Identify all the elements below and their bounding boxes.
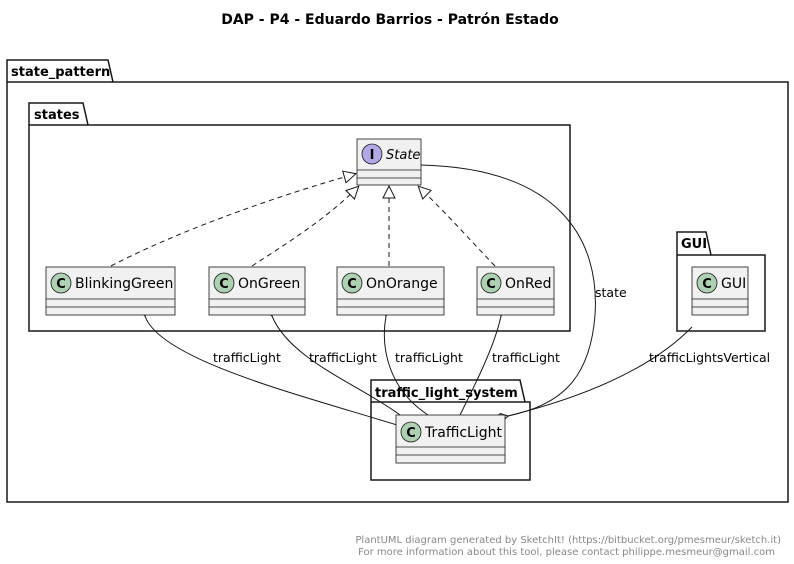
package-gui: GUI <box>676 231 766 332</box>
edge-ongreen-trafficlight <box>265 302 401 416</box>
class-icon-letter: C <box>486 277 496 292</box>
interface-name-state: State <box>386 148 420 163</box>
class-icon-letter: C <box>347 277 357 292</box>
class-icon-letter: C <box>56 277 66 292</box>
label-onred-trafficlight: trafficLight <box>492 350 560 365</box>
class-name-trafficlight: TrafficLight <box>424 425 503 441</box>
edge-onred-state <box>419 187 496 267</box>
interface-icon-letter: I <box>370 148 375 163</box>
package-states: states <box>28 102 571 332</box>
edge-blinkinggreen-trafficlight <box>138 301 398 426</box>
package-label-traffic-light-system: traffic_light_system <box>375 386 518 401</box>
edge-state-trafficlight <box>419 164 596 422</box>
package-state-pattern: state_pattern <box>6 59 789 503</box>
class-icon-letter: C <box>406 426 416 441</box>
aggregation-edges <box>138 164 693 426</box>
edge-onorange-trafficlight <box>382 301 429 416</box>
class-icon <box>213 272 235 294</box>
class-name-blinkinggreen: BlinkingGreen <box>75 276 173 292</box>
interface-icon <box>361 143 383 165</box>
edge-blinkinggreen-state <box>110 174 355 267</box>
realization-edges <box>110 174 496 267</box>
label-state-trafficlight: state <box>595 285 627 300</box>
class-icon <box>696 272 718 294</box>
class-icon <box>341 272 363 294</box>
footer-line-1: PlantUML diagram generated by SketchIt! … <box>355 535 781 546</box>
edge-onred-trafficlight <box>459 301 507 416</box>
class-name-gui: GUI <box>721 276 746 292</box>
class-gui[interactable]: C GUI <box>691 266 749 316</box>
class-ongreen[interactable]: C OnGreen <box>208 266 306 316</box>
class-blinkinggreen[interactable]: C BlinkingGreen <box>45 266 176 316</box>
class-icon <box>50 272 72 294</box>
package-traffic-light-system: traffic_light_system <box>370 379 531 481</box>
class-name-onorange: OnOrange <box>366 276 438 292</box>
package-label-states: states <box>34 108 80 123</box>
class-icon <box>400 421 422 443</box>
label-gui-trafficlight: trafficLightsVertical <box>649 350 770 365</box>
class-name-ongreen: OnGreen <box>238 276 300 292</box>
class-trafficlight[interactable]: C TrafficLight <box>395 414 506 464</box>
package-label-gui: GUI <box>681 237 707 252</box>
interface-state[interactable]: I State <box>356 138 422 186</box>
label-onorange-trafficlight: trafficLight <box>395 350 463 365</box>
edge-gui-trafficlight <box>493 326 693 423</box>
edge-ongreen-state <box>251 187 358 267</box>
package-label-state-pattern: state_pattern <box>11 65 110 80</box>
diagram-title: DAP - P4 - Eduardo Barrios - Patrón Esta… <box>221 12 559 28</box>
class-onorange[interactable]: C OnOrange <box>336 266 445 316</box>
class-icon-letter: C <box>219 277 229 292</box>
footer-line-2: For more information about this tool, pl… <box>358 547 775 558</box>
class-onred[interactable]: C OnRed <box>476 266 555 316</box>
class-icon <box>480 272 502 294</box>
label-blinkinggreen-trafficlight: trafficLight <box>213 350 281 365</box>
class-icon-letter: C <box>702 277 712 292</box>
label-ongreen-trafficlight: trafficLight <box>309 350 377 365</box>
class-name-onred: OnRed <box>505 276 552 292</box>
